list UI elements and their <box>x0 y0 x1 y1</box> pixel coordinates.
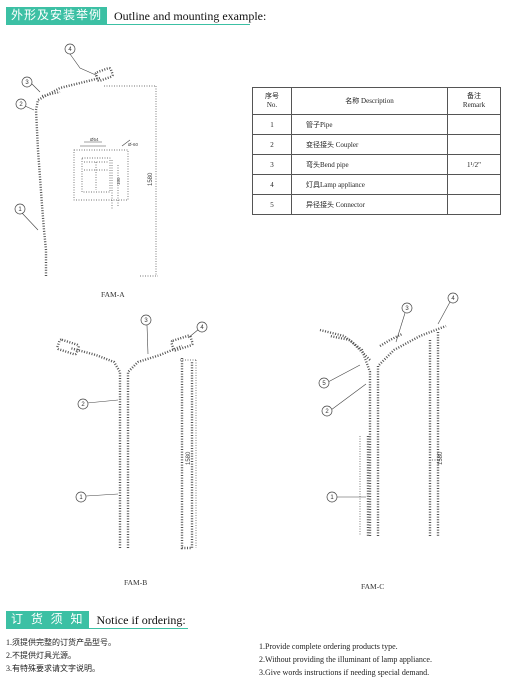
svg-text:3: 3 <box>144 318 148 324</box>
svg-text:2: 2 <box>325 409 329 415</box>
svg-text:Ø54: Ø54 <box>90 137 99 142</box>
svg-text:3: 3 <box>405 306 409 312</box>
notice-list-cn: 1.须提供完整的订货产品型号。 2.不提供灯具光源。 3.有特殊要求请文字说明。 <box>6 636 116 675</box>
list-item: 1.Provide complete ordering products typ… <box>259 642 398 651</box>
figure-label-fam-b: FAM-B <box>124 578 148 587</box>
svg-text:150: 150 <box>116 177 121 185</box>
figure-fam-b: 1580 3 4 2 1 <box>56 314 208 550</box>
section-title: Notice if ordering: <box>96 613 186 627</box>
section-underline <box>6 628 188 629</box>
mounting-drawings: .pole { fill: none; stroke: #555; stroke… <box>14 43 459 550</box>
section-header-notice: 订 货 须 知 Notice if ordering: <box>6 611 186 628</box>
figure-fam-a: 1580 Ø54 Ø-60 150 4 3 2 1 <box>14 43 158 277</box>
list-item: 3.有特殊要求请文字说明。 <box>6 664 100 673</box>
svg-text:2: 2 <box>81 402 85 408</box>
svg-text:2: 2 <box>19 102 23 108</box>
svg-text:4: 4 <box>200 325 204 331</box>
figure-label-fam-a: FAM-A <box>101 290 125 299</box>
section-underline <box>6 24 250 25</box>
svg-text:1: 1 <box>330 495 334 501</box>
section-title: Outline and mounting example: <box>114 9 267 23</box>
section-tag: 外形及安装举例 <box>6 7 108 24</box>
svg-text:1: 1 <box>79 495 83 501</box>
svg-text:1580: 1580 <box>186 451 192 465</box>
section-tag: 订 货 须 知 <box>6 611 90 628</box>
svg-text:Ø-60: Ø-60 <box>128 142 139 147</box>
svg-text:3: 3 <box>25 80 29 86</box>
svg-text:4: 4 <box>68 47 72 53</box>
table-row: 5 异径接头 Connector <box>252 194 501 215</box>
svg-text:5: 5 <box>322 381 326 387</box>
list-item: 2.Without providing the illuminant of la… <box>259 655 432 664</box>
notice-list-en: 1.Provide complete ordering products typ… <box>259 640 432 679</box>
figure-label-fam-c: FAM-C <box>361 582 385 591</box>
list-item: 1.须提供完整的订货产品型号。 <box>6 638 116 647</box>
list-item: 3.Give words instructions if needing spe… <box>259 668 430 677</box>
svg-text:1: 1 <box>18 207 22 213</box>
mounting-detail: Ø54 Ø-60 150 <box>73 137 139 210</box>
figure-fam-c: 1580 3 4 5 2 1 <box>318 292 459 536</box>
svg-text:1580: 1580 <box>148 172 154 186</box>
svg-text:1580: 1580 <box>438 451 444 465</box>
svg-text:4: 4 <box>451 296 455 302</box>
table-row: 1 管子Pipe <box>252 114 501 135</box>
list-item: 2.不提供灯具光源。 <box>6 651 76 660</box>
section-header-outline: 外形及安装举例 Outline and mounting example: <box>6 7 266 24</box>
